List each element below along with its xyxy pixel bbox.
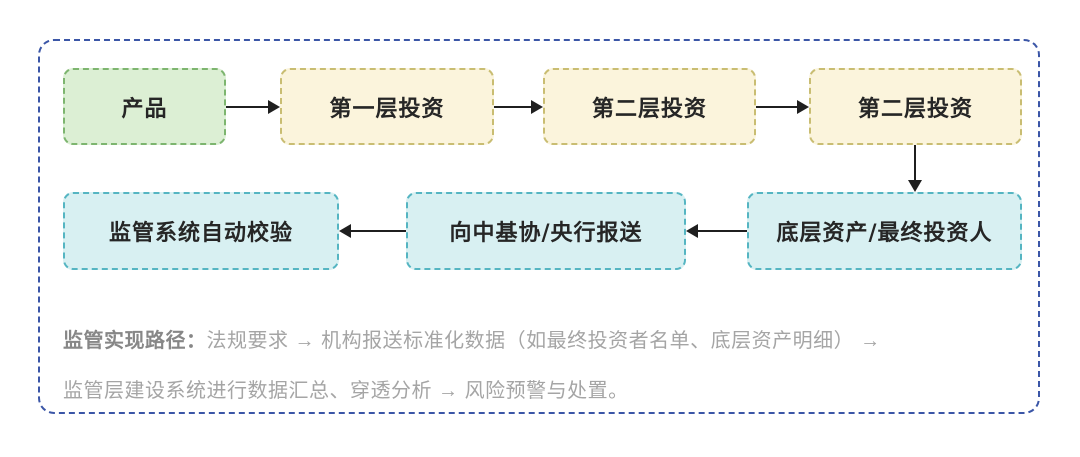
flow-box-first-layer-investment-label: 第一层投资 <box>329 95 445 122</box>
flow-box-report-to-amac-pboc-label: 向中基协/央行报送 <box>449 220 643 246</box>
flow-box-underlying-assets-final-investors-label: 底层资产/最终投资人 <box>776 220 993 246</box>
flow-box-regulatory-auto-check-label: 监管系统自动校验 <box>108 220 293 246</box>
flow-box-regulatory-auto-check: 监管系统自动校验 <box>63 192 339 270</box>
flow-box-underlying-assets-final-investors: 底层资产/最终投资人 <box>747 192 1022 270</box>
summary-heading: 监管实现路径： <box>63 330 207 352</box>
flow-box-second-layer-investment-1-label: 第二层投资 <box>591 95 707 122</box>
arrow-layer2b-down-to-assets-icon <box>908 145 922 192</box>
arrow-product-to-layer1-icon <box>226 100 280 114</box>
flow-box-second-layer-investment-1: 第二层投资 <box>543 68 756 145</box>
flow-box-second-layer-investment-2: 第二层投资 <box>809 68 1022 145</box>
summary-line1-text: 法规要求 → 机构报送标准化数据（如最终投资者名单、底层资产明细） → <box>206 330 881 352</box>
arrow-assets-to-report-icon <box>686 224 747 238</box>
summary-line-2: 监管层建设系统进行数据汇总、穿透分析 → 风险预警与处置。 <box>63 380 629 402</box>
arrow-report-to-check-icon <box>339 224 406 238</box>
flow-box-second-layer-investment-2-label: 第二层投资 <box>857 95 973 122</box>
flow-box-first-layer-investment: 第一层投资 <box>280 68 494 145</box>
arrow-layer1-to-layer2-icon <box>494 100 543 114</box>
flow-box-product: 产品 <box>63 68 226 145</box>
flow-box-product-label: 产品 <box>121 95 168 122</box>
flow-box-report-to-amac-pboc: 向中基协/央行报送 <box>406 192 686 270</box>
arrow-layer2-to-layer2b-icon <box>756 100 809 114</box>
summary-paragraph: 监管实现路径：法规要求 → 机构报送标准化数据（如最终投资者名单、底层资产明细）… <box>63 316 1033 416</box>
summary-line-1: 监管实现路径：法规要求 → 机构报送标准化数据（如最终投资者名单、底层资产明细）… <box>63 316 1033 366</box>
